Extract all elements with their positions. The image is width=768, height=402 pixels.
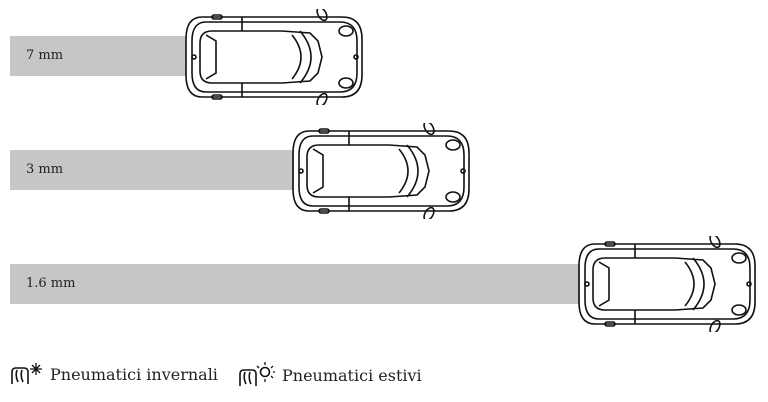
summer-tire-sun-icon xyxy=(239,362,275,386)
car-top-view-icon xyxy=(185,9,363,105)
legend-label: Pneumatici invernali xyxy=(50,364,218,384)
car-top-view-icon xyxy=(578,236,756,332)
car-top-view-icon xyxy=(292,123,470,219)
legend-label: Pneumatici estivi xyxy=(282,365,422,385)
legend-summer: Pneumatici estivi xyxy=(238,362,422,388)
tread-depth-bar-3mm: 3 mm xyxy=(10,150,294,190)
tread-depth-label: 1.6 mm xyxy=(26,276,76,291)
legend-winter: Pneumatici invernali xyxy=(10,362,218,386)
winter-tire-snowflake-icon xyxy=(11,363,42,384)
tread-depth-bar-7mm: 7 mm xyxy=(10,36,186,76)
tread-depth-label: 3 mm xyxy=(26,162,64,177)
tread-depth-label: 7 mm xyxy=(26,48,64,63)
tread-depth-bar-1-6mm: 1.6 mm xyxy=(10,264,580,304)
